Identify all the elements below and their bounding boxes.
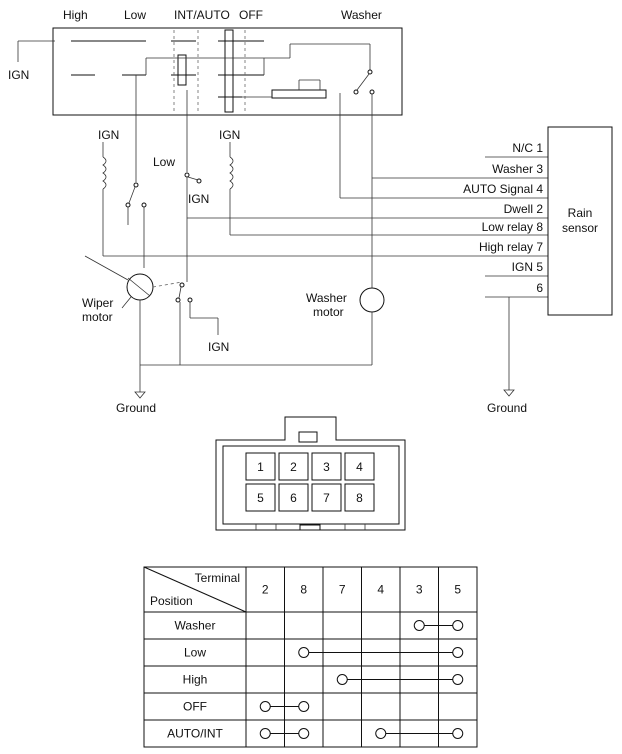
switch-label-high: High (63, 8, 88, 22)
connector-pin-cell (344, 452, 375, 481)
sensor-pin-low8: Low relay 8 (482, 220, 544, 234)
sensor-pin-nc1: N/C 1 (512, 141, 543, 155)
wiper-motor-label-2: motor (82, 310, 113, 324)
terminal-header: Terminal (195, 571, 240, 585)
continuity-node (452, 620, 464, 631)
continuity-node (259, 701, 271, 712)
connector-pin-number: 2 (290, 460, 297, 474)
terminal-number: 2 (262, 583, 269, 597)
connector-pin-cell (311, 452, 342, 481)
connector-pin-number: 3 (323, 460, 330, 474)
sensor-pin-dwell2: Dwell 2 (504, 202, 544, 216)
connector-pin-cell (245, 483, 276, 512)
washer-motor-label-1: Washer (306, 291, 347, 305)
sensor-pin-high7: High relay 7 (479, 240, 543, 254)
continuity-node (298, 728, 310, 739)
terminal-number: 4 (377, 583, 384, 597)
connector-pin-cell (278, 483, 309, 512)
rain-sensor-label-1: Rain (568, 206, 593, 220)
position-label: High (183, 673, 208, 687)
multifunction-switch (17, 27, 403, 116)
continuity-node (413, 620, 425, 631)
rain-sensor (547, 126, 613, 316)
connector-pin-cell (344, 483, 375, 512)
switch-label-off: OFF (239, 8, 263, 22)
header-diagonal (143, 566, 247, 613)
sensor-pin-6: 6 (536, 281, 543, 295)
harness-wiring (84, 75, 548, 399)
terminal-number: 3 (416, 583, 423, 597)
terminal-number: 5 (454, 583, 461, 597)
position-label: AUTO/INT (167, 727, 223, 741)
washer-motor-label-2: motor (313, 305, 344, 319)
continuity-node (452, 728, 464, 739)
ign-label-left-relay: IGN (98, 128, 119, 142)
ign-label-right-relay: IGN (219, 128, 240, 142)
connector-pin-number: 7 (323, 491, 330, 505)
connector-pin-cell (278, 452, 309, 481)
position-header: Position (150, 594, 193, 608)
ign-label-1: IGN (8, 68, 29, 82)
connector-pin-number: 8 (356, 491, 363, 505)
switch-label-low: Low (124, 8, 146, 22)
continuity-node (375, 728, 387, 739)
wiper-motor-label-1: Wiper (82, 296, 113, 310)
ground-label-right: Ground (487, 401, 527, 415)
ign-label-middle-relay: IGN (188, 192, 209, 206)
ign-label-dwell: IGN (208, 340, 229, 354)
relay-low-label: Low (153, 155, 175, 169)
continuity-node (452, 674, 464, 685)
terminal-number: 7 (339, 583, 346, 597)
continuity-node (452, 647, 464, 658)
sensor-pin-labels: N/C 1 Washer 3 AUTO Signal 4 Dwell 2 Low… (463, 141, 543, 295)
continuity-node (336, 674, 348, 685)
connector-face (215, 416, 406, 531)
connector-pin-number: 1 (257, 460, 264, 474)
connector-pin-number: 5 (257, 491, 264, 505)
position-label: Washer (175, 619, 216, 633)
connector-pin-number: 4 (356, 460, 363, 474)
connector-pin-cell (311, 483, 342, 512)
sensor-pin-ign5: IGN 5 (512, 260, 544, 274)
sensor-pin-auto4: AUTO Signal 4 (463, 182, 543, 196)
connector-pin-number: 6 (290, 491, 297, 505)
rain-sensor-label-2: sensor (562, 221, 598, 235)
ground-label-left: Ground (116, 401, 156, 415)
position-label: OFF (183, 700, 207, 714)
connector-pin-cell (245, 452, 276, 481)
terminal-number: 8 (300, 583, 307, 597)
continuity-node (259, 728, 271, 739)
connector-pins: 1 2 3 4 5 6 7 8 (245, 452, 375, 512)
switch-label-washer: Washer (341, 8, 382, 22)
continuity-node (298, 701, 310, 712)
position-label: Low (184, 646, 206, 660)
continuity-node (298, 647, 310, 658)
switch-label-int-auto: INT/AUTO (174, 8, 230, 22)
sensor-pin-washer3: Washer 3 (492, 162, 543, 176)
